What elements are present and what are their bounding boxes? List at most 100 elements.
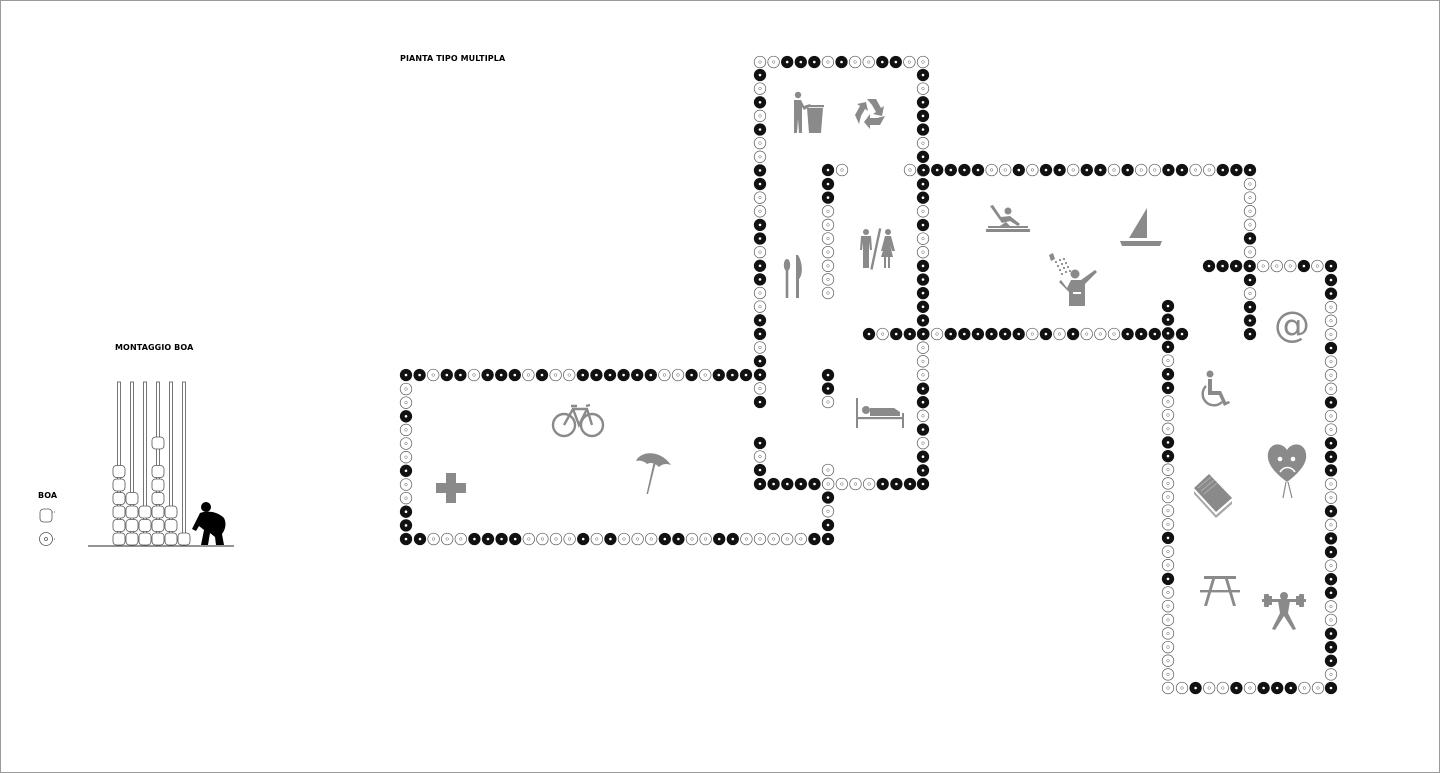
buoy-core xyxy=(1180,686,1184,690)
buoy xyxy=(821,273,835,286)
buoy-core xyxy=(1329,577,1333,581)
buoy-core xyxy=(1221,168,1225,172)
buoy-core xyxy=(1166,536,1170,540)
buoy-core xyxy=(567,373,571,377)
buoy-core xyxy=(1329,332,1333,336)
buoy-core xyxy=(1166,604,1170,608)
buoy xyxy=(753,205,767,218)
buoy xyxy=(441,532,454,546)
buoy-core xyxy=(1057,332,1062,336)
buoy-core xyxy=(758,223,762,227)
stacked-buoy xyxy=(177,532,191,546)
buoy-core xyxy=(758,482,762,486)
buoy-core xyxy=(662,373,666,377)
buoy-core xyxy=(1329,319,1333,323)
buoy xyxy=(1189,163,1202,177)
buoy-core xyxy=(1166,686,1170,690)
buoy-core xyxy=(758,400,762,404)
buoy-core xyxy=(1166,468,1170,472)
buoy-core xyxy=(921,223,925,227)
buoy xyxy=(1094,327,1107,341)
buoy-core xyxy=(513,537,517,541)
buoy-core xyxy=(513,373,517,377)
buoy-core xyxy=(1221,264,1224,268)
buoy-core xyxy=(840,60,843,64)
buoy-core xyxy=(677,537,680,541)
buoy-core xyxy=(1248,305,1252,309)
buoy-core xyxy=(758,537,762,541)
buoy-core xyxy=(1139,332,1143,336)
buoy xyxy=(835,477,848,491)
buoy-core xyxy=(758,359,762,363)
buoy-core xyxy=(826,291,830,295)
buoy-core xyxy=(976,168,980,172)
buoy-core xyxy=(826,482,830,486)
buoy-core xyxy=(1248,196,1252,200)
buoy-core xyxy=(622,537,626,541)
buoy-core xyxy=(1194,686,1197,690)
buoy-core xyxy=(636,537,640,541)
buoy-core xyxy=(1248,291,1252,296)
buoy-core xyxy=(1248,182,1252,186)
buoy-core xyxy=(1248,223,1252,227)
buoy-core xyxy=(921,209,925,213)
buoy-core xyxy=(1248,168,1252,172)
buoy xyxy=(753,341,767,354)
buoy xyxy=(753,191,767,204)
buoy-core xyxy=(758,319,762,322)
buoy-core xyxy=(1261,264,1265,268)
buoy xyxy=(454,532,467,546)
buoy-core xyxy=(921,428,925,431)
buoy-core xyxy=(921,237,925,241)
buoy xyxy=(399,382,413,396)
buoy xyxy=(999,163,1012,177)
buoy-core xyxy=(758,155,762,159)
buoy xyxy=(1324,355,1338,368)
buoy xyxy=(699,532,712,546)
buoy xyxy=(740,532,753,546)
buoy-core xyxy=(1166,454,1170,458)
buoy xyxy=(1324,314,1338,327)
buoy xyxy=(467,368,481,382)
buoy-core xyxy=(758,169,762,172)
buoy xyxy=(1026,163,1039,177)
stacked-buoy xyxy=(112,492,126,505)
buoy-side-view-icon xyxy=(39,508,53,523)
buoy-core xyxy=(799,60,803,64)
buoy-core xyxy=(921,469,925,472)
buoy-core xyxy=(649,537,653,541)
restroom-icon xyxy=(860,228,895,270)
buoy xyxy=(1161,408,1175,422)
buoy-core xyxy=(826,196,830,199)
buoy-core xyxy=(1329,672,1333,676)
buoy xyxy=(821,286,835,300)
buoy-core xyxy=(1166,359,1170,363)
buoy-core xyxy=(813,482,816,486)
buoy xyxy=(1311,259,1324,273)
buoy xyxy=(821,505,835,518)
buoy-core xyxy=(1315,264,1319,268)
buoy-core xyxy=(1329,509,1333,513)
first-aid-icon xyxy=(436,473,466,503)
buoy xyxy=(753,55,767,69)
buoy xyxy=(1026,327,1039,341)
buoy-core xyxy=(758,250,762,254)
buoy xyxy=(876,327,889,341)
buoy xyxy=(645,532,658,546)
buoy xyxy=(781,532,794,546)
buoy-core xyxy=(758,332,762,336)
buoy xyxy=(753,150,767,163)
buoy-core xyxy=(1316,686,1320,690)
buoy-core xyxy=(772,537,776,541)
buoy-core xyxy=(1329,469,1333,472)
stacked-buoy xyxy=(125,492,139,505)
balloon-icon xyxy=(1267,444,1307,499)
buoy xyxy=(753,245,767,259)
buoy-core xyxy=(826,400,830,404)
buoy-core xyxy=(826,496,830,499)
buoy-core xyxy=(772,482,775,486)
buoy-core xyxy=(1166,618,1170,622)
buoy-core xyxy=(1166,427,1170,431)
buoy-core xyxy=(826,264,830,268)
buoy-core xyxy=(1248,209,1252,213)
